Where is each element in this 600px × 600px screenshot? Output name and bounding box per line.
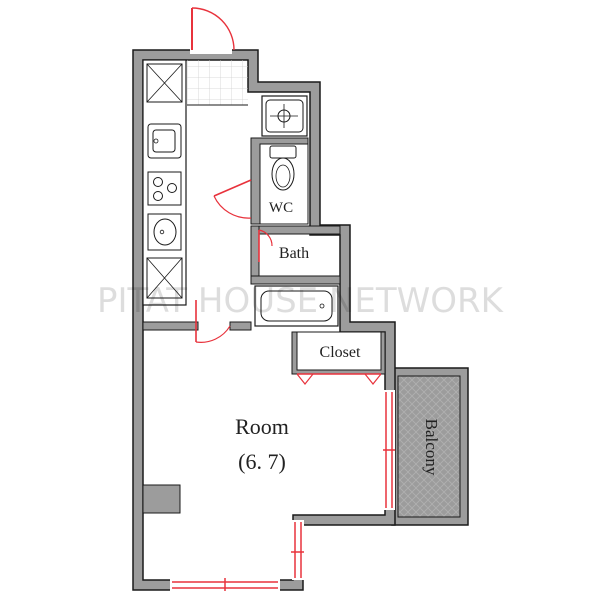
wash-basin-icon xyxy=(147,213,182,251)
washer-pan-icon xyxy=(261,95,308,137)
toilet-icon xyxy=(269,145,297,191)
closet xyxy=(291,331,386,375)
closet-doors[interactable] xyxy=(296,373,382,385)
bath-door[interactable] xyxy=(258,229,273,262)
balcony-window[interactable] xyxy=(383,390,395,510)
closet-label: Closet xyxy=(320,344,361,361)
room-size-label: (6. 7) xyxy=(238,449,286,474)
entrance-door[interactable] xyxy=(190,7,235,54)
entrance-tiles xyxy=(187,60,248,105)
room-partition-wall xyxy=(142,321,199,331)
kitchen-sink-icon xyxy=(147,123,182,159)
side-window[interactable] xyxy=(291,520,304,580)
room-door[interactable] xyxy=(195,300,231,343)
room-label: Room xyxy=(235,414,289,439)
bathtub-icon xyxy=(254,285,339,327)
bottom-window[interactable] xyxy=(170,578,280,591)
wc-label: WC xyxy=(269,200,293,216)
wc-door[interactable] xyxy=(213,179,252,219)
stove-icon xyxy=(147,171,182,206)
balcony-label: Balcony xyxy=(422,419,441,476)
pillar xyxy=(142,484,181,514)
balcony-area xyxy=(391,367,469,526)
bath-room xyxy=(250,225,341,285)
bath-label: Bath xyxy=(279,245,309,262)
watermark: PITAT HOUSE NETWORK xyxy=(97,281,505,321)
